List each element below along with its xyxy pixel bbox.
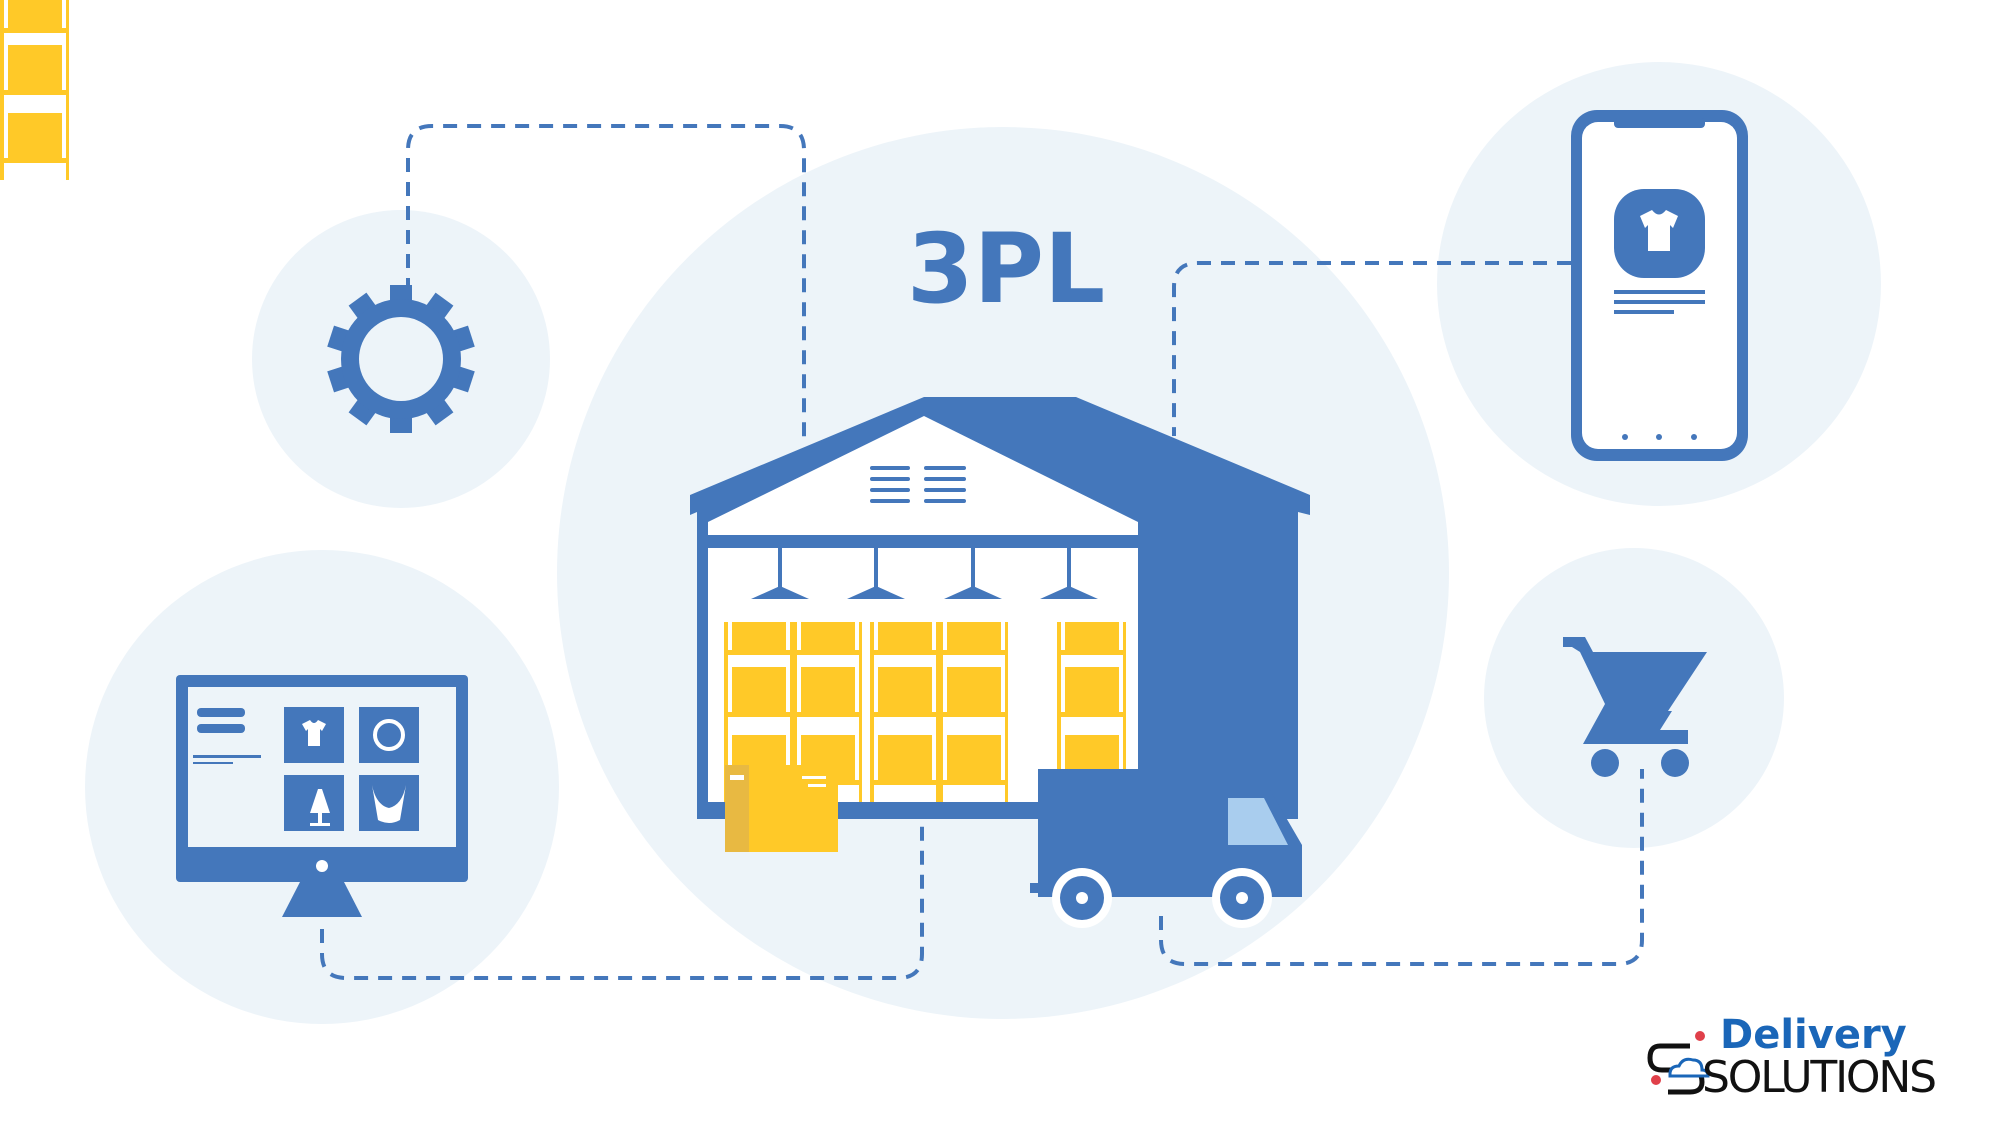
shopping-cart	[1563, 637, 1707, 777]
tshirt-icon	[302, 720, 326, 746]
mobile-phone-shop	[1571, 110, 1748, 461]
storage-shelves	[0, 0, 1126, 802]
connector-phone-warehouse	[1172, 261, 1571, 436]
tshirt-icon	[1640, 210, 1678, 251]
ceiling-lamps	[751, 548, 1098, 599]
delivery-truck	[1030, 769, 1302, 928]
connector-gear-warehouse	[406, 124, 806, 445]
swimsuit-icon	[372, 785, 406, 823]
connector-truck-cart	[1159, 769, 1644, 966]
connectors	[320, 124, 1644, 980]
ball-icon	[373, 719, 405, 751]
package-box	[725, 765, 838, 852]
vent-icon	[870, 466, 966, 503]
ecommerce-monitor	[176, 675, 468, 917]
connector-monitor-warehouse	[320, 737, 924, 980]
logo-text-solutions: SOLUTIONS	[1702, 1052, 1938, 1103]
gear-icon	[327, 285, 475, 433]
lamp-icon	[310, 789, 330, 826]
logo-text-delivery: Delivery	[1720, 1012, 1907, 1058]
diagram-title: 3PL	[907, 213, 1105, 325]
delivery-solutions-logo: Delivery SOLUTIONS	[1647, 1012, 1938, 1103]
